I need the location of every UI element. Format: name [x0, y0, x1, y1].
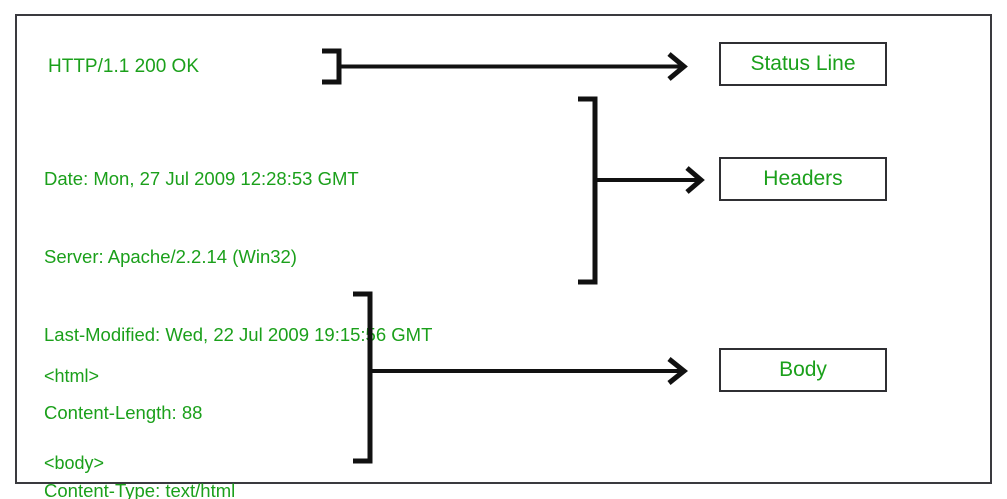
body-label-box: Body — [719, 348, 887, 392]
body-text-block: <html> <body> <h1>Hello, World!</h1> </b… — [44, 304, 234, 499]
headers-text-block: Date: Mon, 27 Jul 2009 12:28:53 GMT Serv… — [44, 114, 432, 499]
header-line: Date: Mon, 27 Jul 2009 12:28:53 GMT — [44, 168, 359, 189]
header-line: Content-Type: text/html — [44, 480, 236, 499]
body-line: <body> — [44, 453, 105, 473]
header-line: Server: Apache/2.2.14 (Win32) — [44, 246, 297, 267]
status-line-text: HTTP/1.1 200 OK — [48, 56, 200, 77]
body-line: <html> — [44, 366, 100, 386]
status-line-label-box: Status Line — [719, 42, 887, 86]
diagram-frame — [15, 14, 992, 484]
header-line: Content-Length: 88 — [44, 402, 203, 423]
headers-label-box: Headers — [719, 157, 887, 201]
